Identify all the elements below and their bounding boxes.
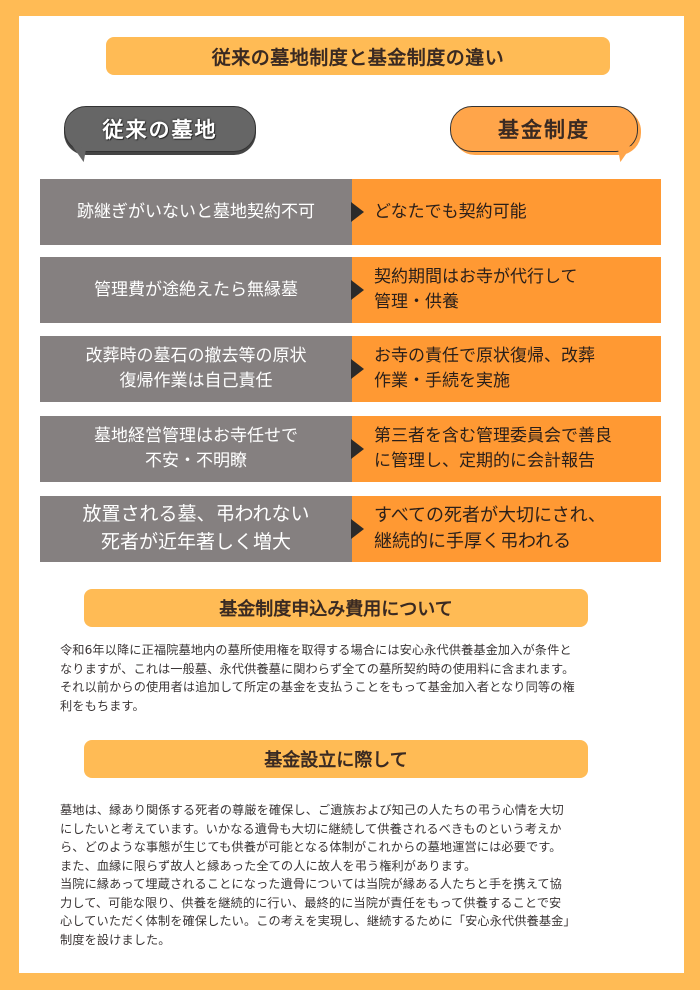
page-sheet [19,16,684,973]
comparison-row: 放置される墓、弔われない 死者が近年著しく増大 すべての死者が大切にされ、 継続… [40,496,661,562]
fund-text: 契約期間はお寺が代行して 管理・供養 [374,267,578,312]
comparison-row: 管理費が途絶えたら無縁墓 契約期間はお寺が代行して 管理・供養 [40,257,661,323]
arrow-right-icon [351,439,364,459]
section-heading-fee: 基金制度申込み費用について [84,589,588,627]
fund-cell: 第三者を含む管理委員会で善良 に管理し、定期的に会計報告 [352,416,661,482]
page-title-text: 従来の墓地制度と基金制度の違い [211,46,505,69]
bubble-label-fund-system: 基金制度 [498,118,590,142]
traditional-cell: 跡継ぎがいないと墓地契約不可 [40,179,352,245]
arrow-right-icon [351,280,364,300]
traditional-cell: 放置される墓、弔われない 死者が近年著しく増大 [40,496,352,562]
traditional-text: 改葬時の墓石の撤去等の原状 復帰作業は自己責任 [85,346,307,391]
arrow-right-icon [351,359,364,379]
fund-cell: どなたでも契約可能 [352,179,661,245]
section-body-establishment: 墓地は、縁あり関係する死者の尊厳を確保し、ご遺族および知己の人たちの弔う心情を大… [60,803,576,947]
page-title: 従来の墓地制度と基金制度の違い [106,37,610,75]
traditional-cell: 墓地経営管理はお寺任せで 不安・不明瞭 [40,416,352,482]
traditional-text: 管理費が途絶えたら無縁墓 [94,279,298,300]
fund-text: お寺の責任で原状復帰、改葬 作業・手続を実施 [374,346,595,391]
traditional-cell: 管理費が途絶えたら無縁墓 [40,257,352,323]
fund-text: どなたでも契約可能 [374,201,527,222]
fund-cell: すべての死者が大切にされ、 継続的に手厚く弔われる [352,496,661,562]
speech-bubble-fund-system: 基金制度 [450,106,638,163]
traditional-text: 墓地経営管理はお寺任せで 不安・不明瞭 [94,426,298,471]
section-heading-establishment: 基金設立に際して [84,740,588,778]
fund-cell: 契約期間はお寺が代行して 管理・供養 [352,257,661,323]
traditional-text: 放置される墓、弔われない 死者が近年著しく増大 [82,503,310,553]
fund-cell: お寺の責任で原状復帰、改葬 作業・手続を実施 [352,336,661,402]
speech-bubble-tail-icon [69,145,87,163]
bubble-label-traditional: 従来の墓地 [102,118,218,142]
traditional-text: 跡継ぎがいないと墓地契約不可 [77,201,315,222]
section-heading-text: 基金制度申込み費用について [219,599,453,620]
arrow-right-icon [351,202,364,222]
section-body-fee: 令和6年以降に正福院墓地内の墓所使用権を取得する場合には安心永代供養基金加入が条… [60,643,575,713]
fund-text: 第三者を含む管理委員会で善良 に管理し、定期的に会計報告 [374,426,612,471]
comparison-row: 墓地経営管理はお寺任せで 不安・不明瞭 第三者を含む管理委員会で善良 に管理し、… [40,416,661,482]
fund-text: すべての死者が大切にされ、 継続的に手厚く弔われる [374,504,606,552]
speech-bubble-traditional: 従来の墓地 [64,106,256,163]
comparison-row: 改葬時の墓石の撤去等の原状 復帰作業は自己責任 お寺の責任で原状復帰、改葬 作業… [40,336,661,402]
arrow-right-icon [351,519,364,539]
traditional-cell: 改葬時の墓石の撤去等の原状 復帰作業は自己責任 [40,336,352,402]
speech-bubble-tail-icon [617,145,635,163]
section-heading-text: 基金設立に際して [264,750,408,771]
comparison-row: 跡継ぎがいないと墓地契約不可 どなたでも契約可能 [40,179,661,245]
